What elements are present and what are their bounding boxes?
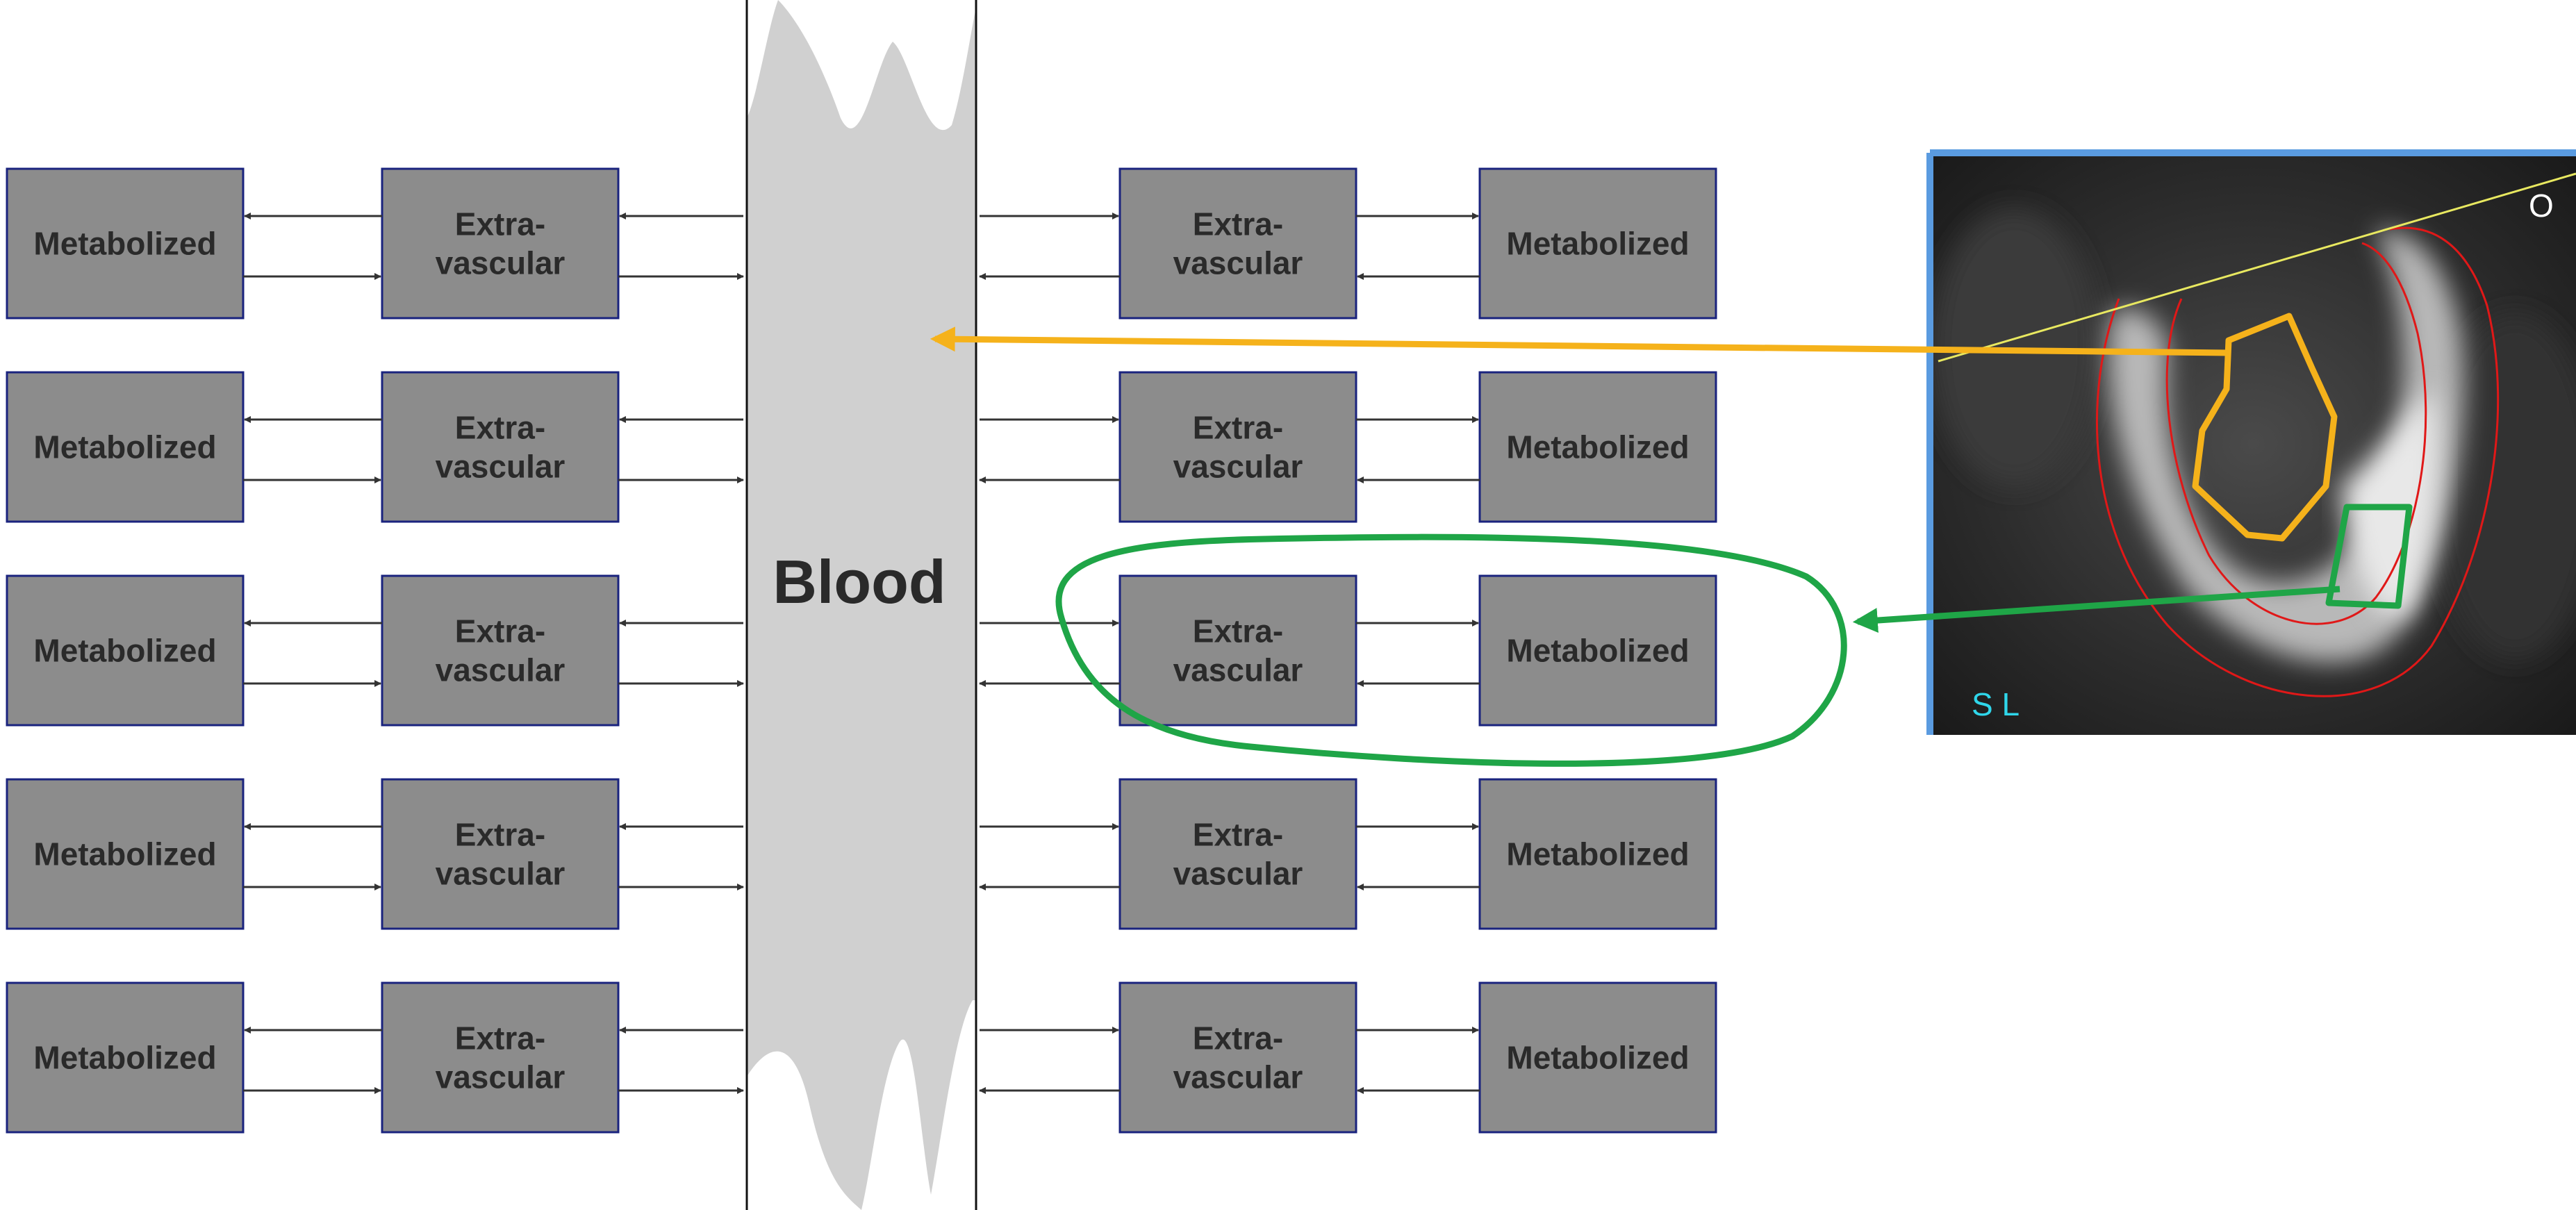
left-extravascular-label: vascular — [436, 245, 565, 281]
right-extravascular-label: vascular — [1173, 652, 1303, 688]
blood-bottom-wave — [861, 1000, 976, 1210]
right-metabolized: Metabolized — [1478, 371, 1717, 523]
left-extravascular: Extra-vascular — [381, 778, 620, 930]
right-extravascular-label: Extra- — [1193, 206, 1283, 242]
right-extravascular: Extra-vascular — [1118, 167, 1357, 320]
left-extravascular-box — [381, 371, 620, 523]
left-metabolized-box — [6, 574, 245, 727]
right-metabolized-box — [1478, 167, 1717, 320]
blood-label: Blood — [773, 547, 946, 616]
right-extravascular: Extra-vascular — [1118, 371, 1357, 523]
right-extravascular-label: vascular — [1173, 1059, 1303, 1095]
blood-pool-roi — [2192, 313, 2338, 542]
right-extravascular-box — [1118, 981, 1357, 1134]
mri-corner-marker: O — [2529, 188, 2554, 224]
left-metabolized-label: Metabolized — [33, 1040, 216, 1076]
left-metabolized-box — [6, 371, 245, 523]
left-extravascular-label: Extra- — [455, 1020, 545, 1056]
mri-texture — [1931, 208, 2098, 486]
left-extravascular-label: Extra- — [455, 817, 545, 853]
right-extravascular-label: vascular — [1173, 245, 1303, 281]
left-metabolized: Metabolized — [6, 778, 245, 930]
myocardium-arrow — [1852, 586, 2340, 633]
left-extravascular: Extra-vascular — [381, 371, 620, 523]
compartment-row: MetabolizedExtra-vascularExtra-vascularM… — [6, 778, 1717, 930]
blood-top-wave — [778, 0, 976, 131]
left-extravascular-label: vascular — [436, 652, 565, 688]
right-extravascular-label: vascular — [1173, 449, 1303, 485]
right-extravascular-label: Extra- — [1193, 613, 1283, 649]
right-metabolized-box — [1478, 778, 1717, 930]
left-metabolized: Metabolized — [6, 981, 245, 1134]
left-extravascular-label: vascular — [436, 449, 565, 485]
left-extravascular-label: Extra- — [455, 410, 545, 446]
right-metabolized-box — [1478, 574, 1717, 727]
right-extravascular-box — [1118, 778, 1357, 930]
blood-compartment — [747, 0, 976, 1210]
blood-top-wave — [747, 0, 778, 118]
right-extravascular-label: Extra- — [1193, 410, 1283, 446]
right-metabolized-label: Metabolized — [1506, 1040, 1689, 1076]
right-metabolized-box — [1478, 981, 1717, 1134]
left-metabolized-label: Metabolized — [33, 633, 216, 669]
left-extravascular-box — [381, 778, 620, 930]
left-metabolized-label: Metabolized — [33, 836, 216, 872]
compartment-row: MetabolizedExtra-vascularExtra-vascularM… — [6, 167, 1717, 320]
left-extravascular-box — [381, 981, 620, 1134]
right-metabolized-label: Metabolized — [1506, 226, 1689, 262]
left-extravascular: Extra-vascular — [381, 167, 620, 320]
compartment-row: MetabolizedExtra-vascularExtra-vascularM… — [6, 981, 1717, 1134]
left-metabolized-box — [6, 981, 245, 1134]
left-metabolized-box — [6, 167, 245, 320]
highlight-ellipse — [1055, 533, 1847, 767]
left-metabolized-box — [6, 778, 245, 930]
right-metabolized-label: Metabolized — [1506, 429, 1689, 465]
compartment-row: MetabolizedExtra-vascularExtra-vascularM… — [6, 371, 1717, 523]
left-metabolized: Metabolized — [6, 574, 245, 727]
left-extravascular-box — [381, 167, 620, 320]
left-extravascular-label: vascular — [436, 856, 565, 892]
right-metabolized-label: Metabolized — [1506, 633, 1689, 669]
myocardium-bright-segment — [2341, 389, 2438, 617]
left-extravascular-label: Extra- — [455, 206, 545, 242]
right-extravascular-box — [1118, 371, 1357, 523]
blood-pool-arrow — [930, 326, 2231, 356]
right-metabolized: Metabolized — [1478, 981, 1717, 1134]
right-extravascular-label: Extra- — [1193, 817, 1283, 853]
left-metabolized: Metabolized — [6, 371, 245, 523]
cardiac-mri-image: O S L — [1926, 149, 2576, 735]
right-extravascular: Extra-vascular — [1118, 981, 1357, 1134]
left-extravascular: Extra-vascular — [381, 574, 620, 727]
compartment-rows: MetabolizedExtra-vascularExtra-vascularM… — [6, 167, 1717, 1134]
left-extravascular: Extra-vascular — [381, 981, 620, 1134]
compartment-row: MetabolizedExtra-vascularExtra-vascularM… — [6, 574, 1717, 727]
right-extravascular-box — [1118, 574, 1357, 727]
right-metabolized: Metabolized — [1478, 574, 1717, 727]
right-extravascular-label: Extra- — [1193, 1020, 1283, 1056]
right-extravascular: Extra-vascular — [1118, 778, 1357, 930]
left-metabolized-label: Metabolized — [33, 226, 216, 262]
myocardium-roi — [2325, 504, 2413, 609]
right-metabolized: Metabolized — [1478, 167, 1717, 320]
mri-orientation-label: S L — [1972, 686, 2020, 722]
right-extravascular: Extra-vascular — [1118, 574, 1357, 727]
right-metabolized-label: Metabolized — [1506, 836, 1689, 872]
left-extravascular-label: Extra- — [455, 613, 545, 649]
left-metabolized-label: Metabolized — [33, 429, 216, 465]
left-metabolized: Metabolized — [6, 167, 245, 320]
left-extravascular-box — [381, 574, 620, 727]
epicardial-contour — [2095, 226, 2500, 697]
blood-bottom-wave — [747, 1051, 861, 1210]
short-axis-line — [1938, 172, 2576, 363]
right-metabolized-box — [1478, 371, 1717, 523]
left-extravascular-label: vascular — [436, 1059, 565, 1095]
right-extravascular-box — [1118, 167, 1357, 320]
right-extravascular-label: vascular — [1173, 856, 1303, 892]
right-metabolized: Metabolized — [1478, 778, 1717, 930]
